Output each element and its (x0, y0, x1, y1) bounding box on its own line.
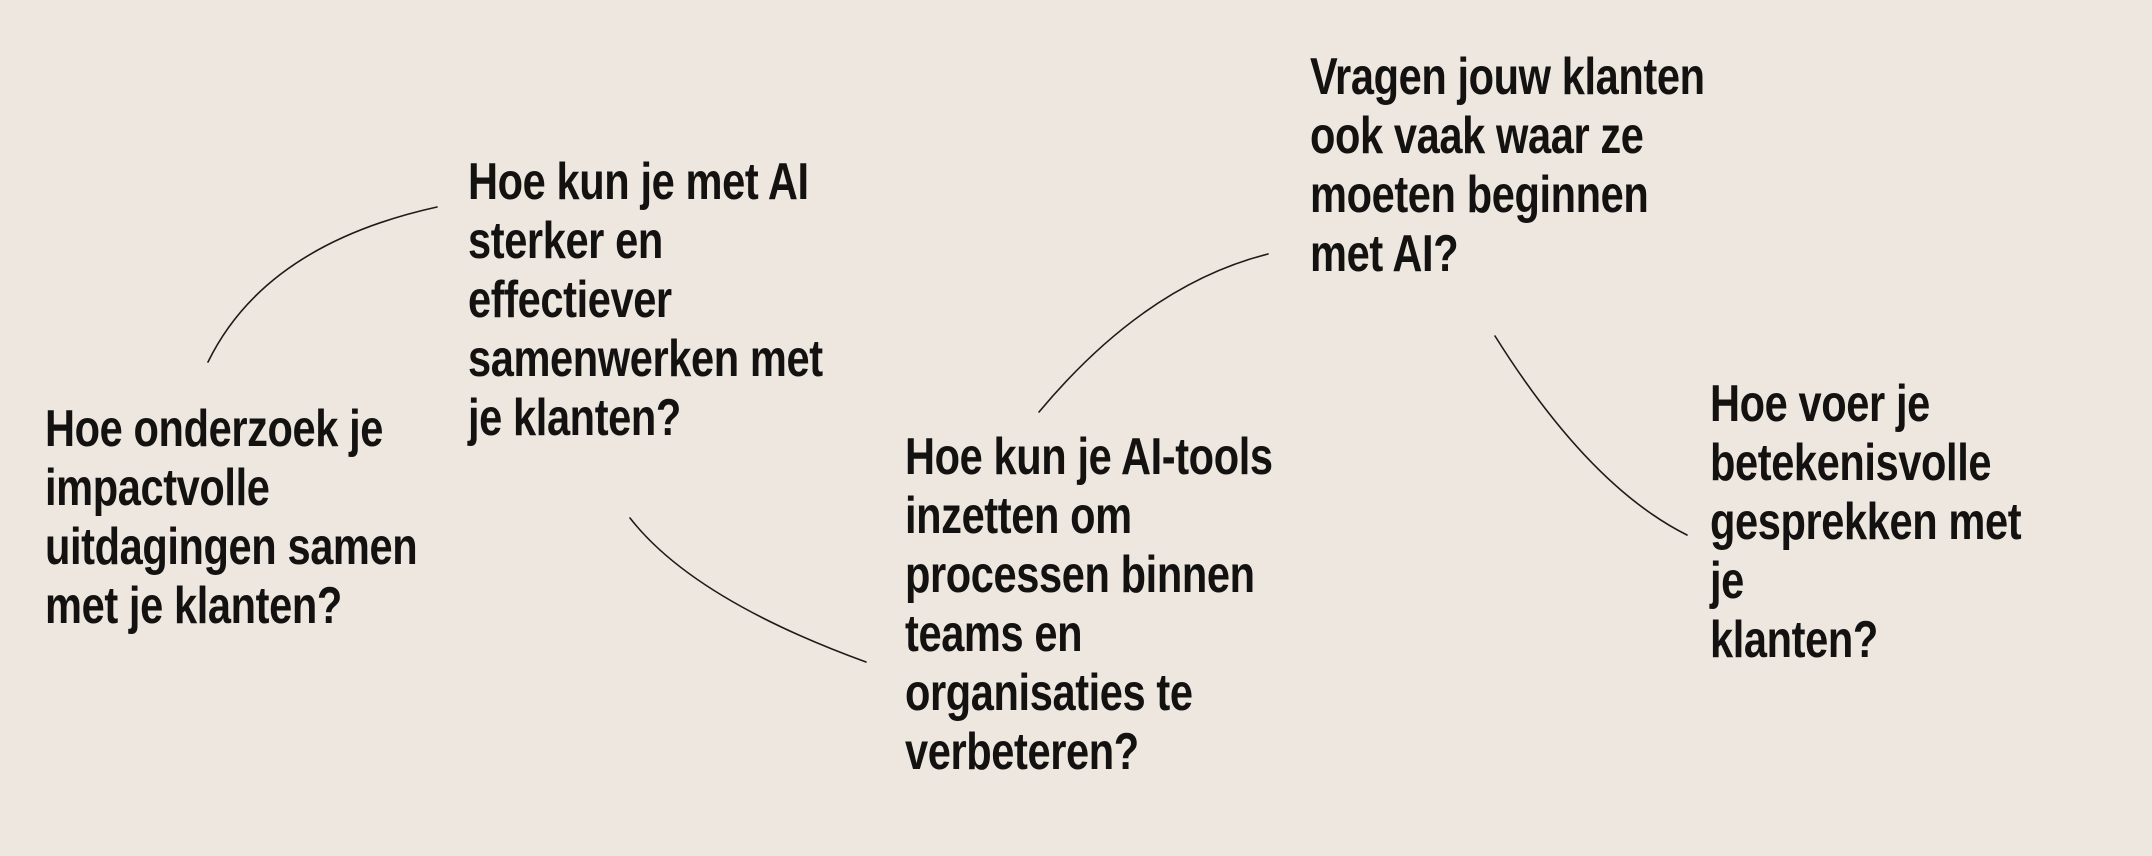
question-betekenisvolle-gesprekken: Hoe voer je betekenisvolle gesprekken me… (1710, 375, 2022, 669)
connector-curve-q1-q2 (207, 206, 438, 363)
connector-curve-q4-q3 (1038, 253, 1269, 413)
connector-curve-q2-q4 (629, 517, 867, 663)
connector-curve-q3-q5 (1494, 335, 1688, 536)
question-ai-tools-processen-verbeteren: Hoe kun je AI-tools inzetten om processe… (905, 428, 1273, 781)
question-impactvolle-uitdagingen: Hoe onderzoek je impactvolle uitdagingen… (45, 400, 418, 635)
question-sterker-samenwerken-met-ai: Hoe kun je met AI sterker en effectiever… (468, 153, 823, 447)
question-klanten-waar-beginnen-met-ai: Vragen jouw klanten ook vaak waar ze moe… (1310, 48, 1705, 283)
